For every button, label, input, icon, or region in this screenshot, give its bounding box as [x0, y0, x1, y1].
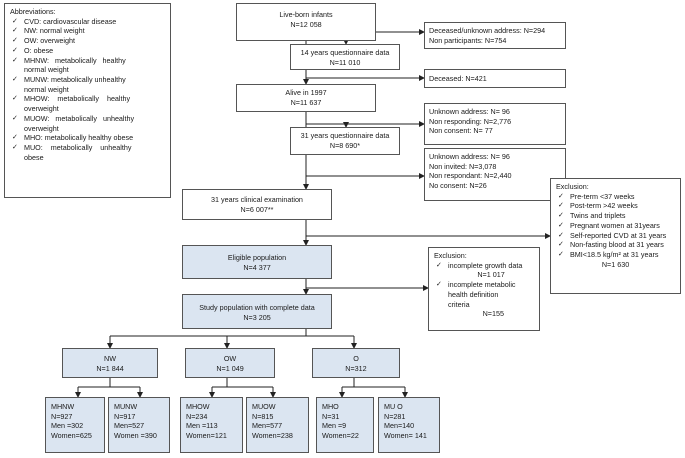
abbreviations-box: Abbreviations: ✓CVD: cardiovascular dise…: [4, 3, 171, 198]
check-icon: ✓: [12, 94, 18, 103]
abbr-item: ✓OW: overweight: [12, 36, 75, 46]
exclusion-total: N=1 630: [601, 259, 630, 269]
exclusion-title: Exclusion:: [556, 182, 589, 191]
exclusion-item: ✓Self-reported CVD at 31 years: [558, 230, 667, 240]
deceased-box: Deceased: N=421: [424, 69, 566, 88]
check-icon: ✓: [12, 133, 18, 142]
check-icon: ✓: [558, 250, 564, 259]
check-icon: ✓: [12, 113, 18, 122]
exclusion-item: ✓Post-term >42 weeks: [558, 201, 638, 211]
check-icon: ✓: [12, 75, 18, 84]
abbr-item: ✓MHO: metabolically healthy obese: [12, 133, 134, 143]
check-icon: ✓: [436, 280, 442, 289]
check-icon: ✓: [12, 36, 18, 45]
check-icon: ✓: [558, 211, 564, 220]
check-icon: ✓: [12, 26, 18, 35]
check-icon: ✓: [12, 55, 18, 64]
abbreviations-title: Abbreviations:: [10, 7, 56, 16]
check-icon: ✓: [558, 230, 564, 239]
abbr-item: ✓NW: normal weight: [12, 26, 85, 36]
exclusion2-total: N=155: [482, 309, 504, 319]
check-icon: ✓: [12, 143, 18, 152]
check-icon: ✓: [12, 16, 18, 25]
exclusion-item: ✓BMI<18.5 kg/m² at 31 years: [558, 250, 659, 260]
check-icon: ✓: [558, 191, 564, 200]
exclusion-criteria-box: Exclusion: ✓Pre-term <37 weeks ✓Post-ter…: [550, 178, 681, 294]
exclusion2-title: Exclusion:: [434, 251, 467, 260]
check-icon: ✓: [558, 220, 564, 229]
abbr-item: ✓O: obese: [12, 45, 54, 55]
exclusion-item: ✓Twins and triplets: [558, 211, 626, 221]
abbr-item: ✓CVD: cardiovascular disease: [12, 16, 117, 26]
check-icon: ✓: [558, 201, 564, 210]
exclusion-item: ✓Pre-term <37 weeks: [558, 191, 635, 201]
exclusion-item: ✓Non-fasting blood at 31 years: [558, 240, 664, 250]
check-icon: ✓: [436, 260, 442, 269]
exclusion-item: ✓Pregnant women at 31years: [558, 220, 660, 230]
check-icon: ✓: [558, 240, 564, 249]
check-icon: ✓: [12, 45, 18, 54]
